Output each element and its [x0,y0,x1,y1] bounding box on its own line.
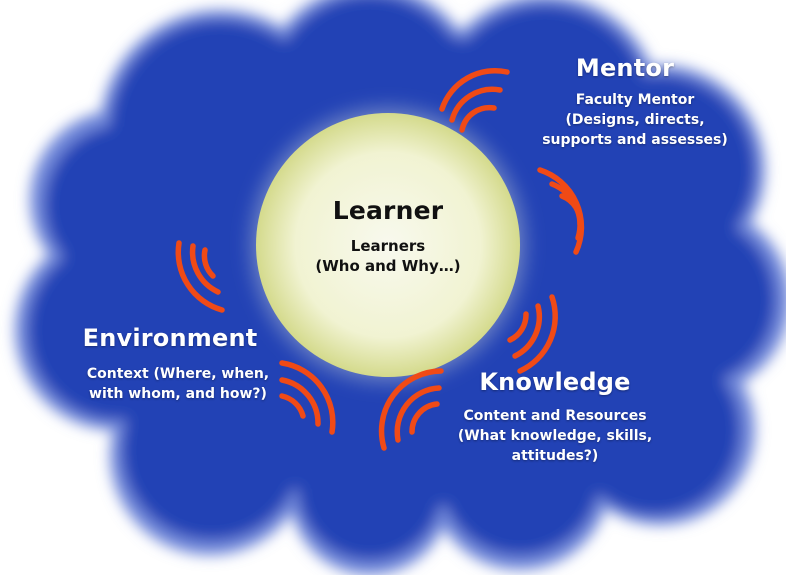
knowledge-line-2: (What knowledge, skills, [457,428,653,444]
environment-label-group: Environment Context (Where, when, with w… [58,322,298,404]
knowledge-line-1: Content and Resources [463,408,647,424]
mentor-label-group: Mentor Faculty Mentor (Designs, directs,… [510,52,760,150]
environment-line-1: Context (Where, when, [86,366,270,382]
learner-title: Learner [332,196,444,225]
waves-mentor-top-icon [439,67,510,133]
waves-environment-bottom-icon [279,360,336,435]
mentor-line-1: Faculty Mentor [575,92,695,108]
learner-label-group: Learner Learners (Who and Why…) [288,196,488,276]
mentor-line-2: (Designs, directs, [565,112,705,128]
environment-title: Environment [82,324,258,352]
knowledge-label-group: Knowledge Content and Resources (What kn… [420,366,690,466]
learner-circle [240,97,536,393]
learner-line-2: (Who and Why…) [315,257,461,275]
learner-line-1: Learners [350,237,426,255]
waves-knowledge-top-icon [507,294,558,374]
waves-mentor-bottom-icon [537,167,585,255]
waves-knowledge-bottom-icon [378,368,444,451]
knowledge-title: Knowledge [479,368,631,396]
mentor-title: Mentor [575,54,675,82]
mentor-line-3: supports and assesses) [542,132,728,148]
environment-line-2: with whom, and how?) [89,386,267,402]
waves-environment-top-icon [175,240,225,313]
knowledge-line-3: attitudes?) [511,448,599,464]
